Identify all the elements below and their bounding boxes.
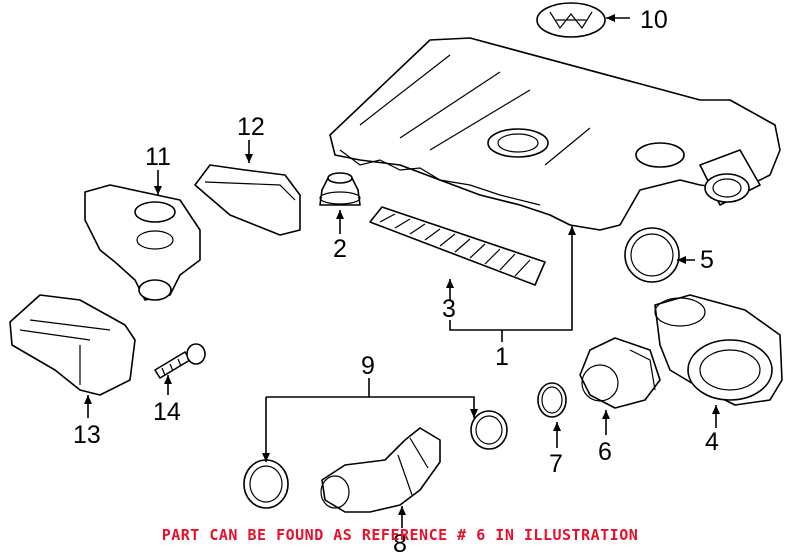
callout-6: 6	[598, 438, 612, 466]
callout-2: 2	[333, 235, 347, 263]
part-8-hose	[320, 427, 441, 513]
part-7-o-ring	[537, 382, 567, 418]
part-9-clamps	[243, 410, 508, 509]
callout-11: 11	[145, 143, 171, 171]
callout-12: 12	[237, 113, 265, 141]
callout-10: 10	[640, 6, 668, 34]
callout-13: 13	[73, 421, 101, 449]
callout-5: 5	[700, 246, 714, 274]
part-12-cover-plate	[194, 164, 301, 236]
callout-3: 3	[442, 295, 456, 323]
callout-4: 4	[705, 428, 719, 456]
part-3-air-filter	[369, 206, 546, 286]
callout-1: 1	[495, 343, 509, 371]
part-5-clamp	[624, 227, 680, 283]
part-2-grommet	[319, 172, 361, 206]
part-13-air-duct	[9, 294, 136, 396]
leader-lines	[84, 14, 720, 528]
part-14-screw	[154, 343, 206, 379]
part-1-engine-cover	[329, 37, 781, 231]
part-4-intake-hose	[654, 294, 783, 406]
reference-note: PART CAN BE FOUND AS REFERENCE # 6 IN IL…	[161, 526, 639, 544]
callout-7: 7	[549, 450, 563, 478]
callout-9: 9	[361, 352, 375, 380]
part-11-resonator-housing	[84, 184, 201, 301]
callout-8: 8	[393, 530, 407, 554]
part-10-emblem	[536, 2, 606, 38]
part-6-mass-air-flow-sensor	[579, 337, 661, 409]
callout-labels: 10 11 12 2 3 1 5 4 6 7 9 8 14 13	[73, 6, 719, 554]
callout-14: 14	[153, 398, 181, 426]
